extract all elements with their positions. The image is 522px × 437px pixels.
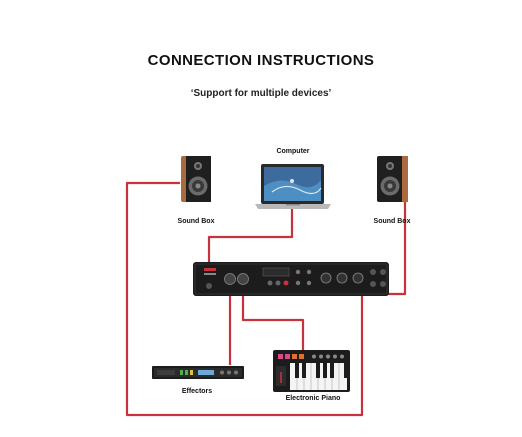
speaker-left bbox=[181, 156, 211, 202]
speaker-right bbox=[377, 156, 408, 202]
speaker-left-label: Sound Box bbox=[177, 218, 215, 225]
computer-label: Computer bbox=[276, 148, 310, 155]
page-title: CONNECTION INSTRUCTIONS bbox=[147, 52, 375, 69]
piano-label: Electronic Piano bbox=[285, 395, 341, 402]
page-subtitle: ‘Support for multiple devices’ bbox=[190, 88, 332, 99]
speaker-right-label: Sound Box bbox=[373, 218, 411, 225]
laptop bbox=[255, 164, 331, 209]
cable-piano bbox=[241, 290, 305, 350]
midi-keyboard bbox=[273, 350, 350, 392]
cables bbox=[125, 181, 407, 417]
effectors-rack bbox=[152, 366, 244, 379]
audio-interface bbox=[193, 262, 389, 296]
effectors-label: Effectors bbox=[181, 388, 213, 395]
